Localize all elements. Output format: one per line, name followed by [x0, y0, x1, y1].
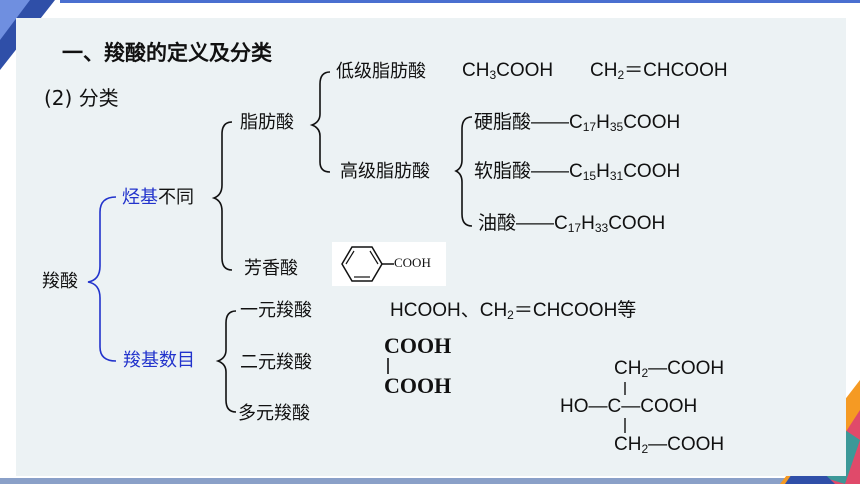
section-subtitle: (2) 分类 [44, 86, 119, 110]
oxalic-top: COOH [384, 333, 452, 358]
aromatic-acid-label: 芳香酸 [244, 258, 298, 279]
branch-hydrocarbon: 烃基不同 [122, 187, 194, 209]
carboxyl-count-bracket [215, 310, 237, 413]
fatty-acid-label: 脂肪酸 [240, 112, 294, 133]
top-left-triangle-light [0, 0, 30, 40]
fatty-acid-bracket [309, 71, 331, 173]
palmitic-acid-row: 软脂酸——C15H31COOH [474, 161, 681, 183]
benzoic-acid-structure: COOH [332, 242, 446, 286]
hydrocarbon-bracket [211, 121, 233, 271]
dibasic-label: 二元羧酸 [240, 352, 312, 373]
oxalic-bottom: COOH [384, 373, 452, 398]
root-label: 羧酸 [42, 271, 78, 292]
monobasic-label: 一元羧酸 [240, 300, 312, 321]
higher-fatty-acid-label: 高级脂肪酸 [340, 161, 430, 182]
acrylic-acid-formula: CH2＝CHCOOH [590, 60, 728, 82]
stearic-acid-row: 硬脂酸——C17H35COOH [474, 112, 681, 134]
higher-fatty-acid-bracket [454, 116, 473, 227]
bottom-frame-line [0, 478, 860, 484]
oleic-acid-row: 油酸——C17H33COOH [478, 213, 666, 235]
benzene-ring-icon [341, 246, 394, 282]
hydrocarbon-rest: 不同 [158, 187, 194, 208]
polybasic-label: 多元羧酸 [238, 403, 310, 424]
citric-middle: HO—C—COOH [560, 396, 698, 417]
lower-fatty-acid-label: 低级脂肪酸 [336, 61, 426, 82]
branch-carboxyl-count: 羧基数目 [123, 350, 195, 371]
benzoic-group-label: COOH [394, 255, 431, 270]
citric-top: CH2—COOH [614, 358, 725, 380]
citric-bottom: CH2—COOH [614, 434, 725, 456]
hydrocarbon-highlight: 烃基 [122, 187, 158, 208]
monobasic-example: HCOOH、CH2＝CHCOOH等 [390, 300, 637, 322]
top-frame-line [60, 0, 860, 3]
page-title: 一、羧酸的定义及分类 [62, 41, 272, 65]
root-bracket [87, 196, 117, 362]
acetic-acid-formula: CH3COOH [462, 60, 554, 82]
